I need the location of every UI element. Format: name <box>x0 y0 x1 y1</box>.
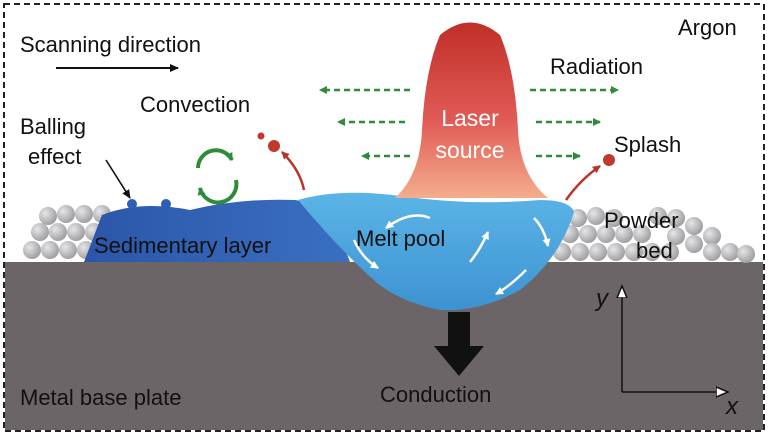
laser-source-label-line2: source <box>435 137 504 163</box>
balling-effect-label-line1: Balling <box>20 114 86 139</box>
convection-icon <box>196 148 239 205</box>
metal-base-plate <box>5 262 763 430</box>
melt-pool <box>298 192 574 311</box>
powder-bed-particles <box>553 207 755 263</box>
balling-leader-line <box>105 159 131 199</box>
sedimentary-layer-label: Sedimentary layer <box>94 233 271 258</box>
balling-droplet <box>127 199 137 209</box>
scanning-direction-label: Scanning direction <box>20 32 201 57</box>
laser-source-label-line1: Laser <box>441 105 499 131</box>
powder-bed-label-line1: Powder <box>604 208 679 233</box>
radiation-arrows <box>319 86 619 160</box>
metal-base-plate-label: Metal base plate <box>20 385 181 410</box>
balling-droplet <box>161 199 171 209</box>
sedimentary-layer <box>84 199 350 262</box>
radiation-label: Radiation <box>550 54 643 79</box>
argon-label: Argon <box>678 15 737 40</box>
splash-left <box>257 132 306 191</box>
axis-y-label: y <box>594 285 610 312</box>
argon-frame <box>3 3 765 432</box>
melt-pool-label: Melt pool <box>356 226 445 251</box>
balling-effect-label-line2: effect <box>28 144 81 169</box>
axis-x-label: x <box>725 393 739 420</box>
splash-right <box>564 154 615 201</box>
splash-label: Splash <box>614 132 681 157</box>
laser-source <box>395 22 548 198</box>
conduction-arrow <box>434 312 484 376</box>
conduction-label: Conduction <box>380 382 491 407</box>
powder-bed-label-line2: bed <box>636 238 673 263</box>
convection-label: Convection <box>140 92 250 117</box>
coordinate-axes <box>622 286 728 392</box>
melt-pool-flow-arrows <box>352 214 551 296</box>
